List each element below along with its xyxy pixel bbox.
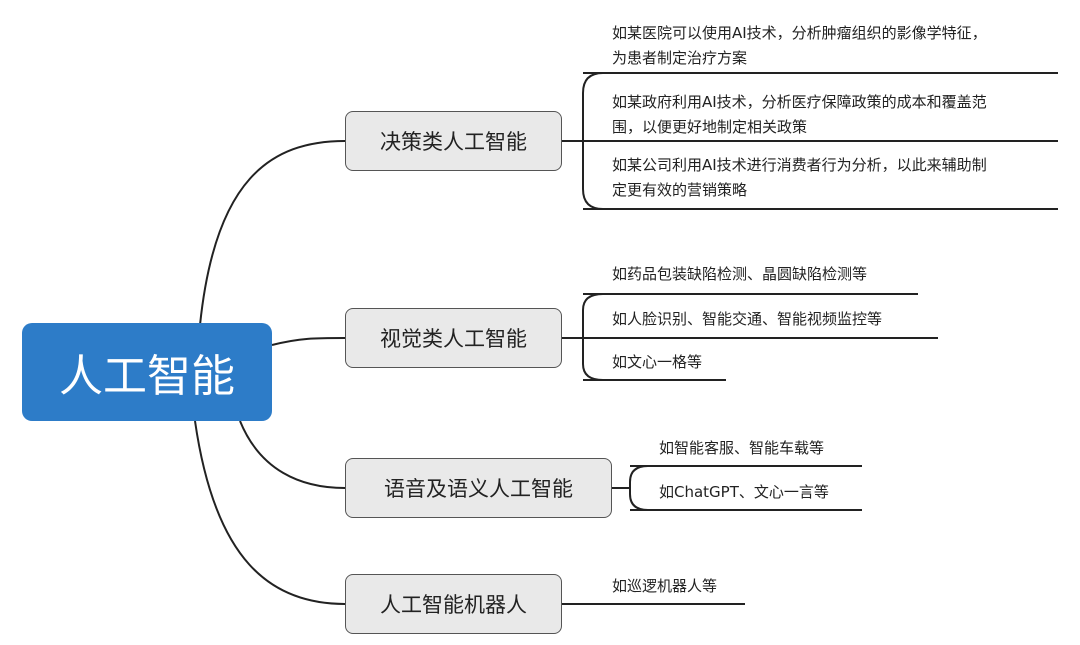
branch-decision[interactable]: 决策类人工智能 xyxy=(345,111,562,171)
leaf-item[interactable]: 如智能客服、智能车载等 xyxy=(659,436,824,461)
leaf-item[interactable]: 如巡逻机器人等 xyxy=(612,574,717,599)
leaf-line: 围，以便更好地制定相关政策 xyxy=(612,118,808,136)
leaf-line: 如智能客服、智能车载等 xyxy=(659,439,825,457)
branch-vision[interactable]: 视觉类人工智能 xyxy=(345,308,562,368)
root-branch-connector xyxy=(271,337,346,346)
leaf-item[interactable]: 如ChatGPT、文心一言等 xyxy=(659,480,829,505)
leaf-line: 如药品包装缺陷检测、晶圆缺陷检测等 xyxy=(612,265,868,283)
leaf-line: 如某公司利用AI技术进行消费者行为分析，以此来辅助制 xyxy=(612,156,987,174)
leaf-line: 为患者制定治疗方案 xyxy=(612,49,748,67)
leaf-item[interactable]: 如文心一格等 xyxy=(612,350,702,375)
branch-label: 视觉类人工智能 xyxy=(380,327,527,351)
leaf-item[interactable]: 如某医院可以使用AI技术，分析肿瘤组织的影像学特征， 为患者制定治疗方案 xyxy=(612,21,987,71)
leaf-line: 定更有效的营销策略 xyxy=(612,181,748,199)
leaf-line: 如文心一格等 xyxy=(612,353,703,371)
root-branch-connector xyxy=(199,140,346,326)
leaf-line: 如巡逻机器人等 xyxy=(612,577,718,595)
root-node[interactable]: 人工智能 xyxy=(22,323,272,421)
leaf-item[interactable]: 如药品包装缺陷检测、晶圆缺陷检测等 xyxy=(612,262,867,287)
branch-label: 决策类人工智能 xyxy=(380,130,527,154)
root-label: 人工智能 xyxy=(59,351,235,402)
branch-robot[interactable]: 人工智能机器人 xyxy=(345,574,562,634)
leaf-item[interactable]: 如某政府利用AI技术，分析医疗保障政策的成本和覆盖范 围，以便更好地制定相关政策 xyxy=(612,90,987,140)
leaf-line: 如ChatGPT、文心一言等 xyxy=(659,483,829,501)
leaf-line: 如某政府利用AI技术，分析医疗保障政策的成本和覆盖范 xyxy=(612,93,987,111)
branch-label: 人工智能机器人 xyxy=(380,593,527,617)
branch-speech-semantic[interactable]: 语音及语义人工智能 xyxy=(345,458,612,518)
leaf-line: 如人脸识别、智能交通、智能视频监控等 xyxy=(612,310,883,328)
root-branch-connector xyxy=(194,420,346,605)
leaf-connector xyxy=(629,465,649,511)
leaf-line: 如某医院可以使用AI技术，分析肿瘤组织的影像学特征， xyxy=(612,24,987,42)
root-branch-connector xyxy=(239,420,346,489)
branch-label: 语音及语义人工智能 xyxy=(384,477,573,501)
leaf-item[interactable]: 如某公司利用AI技术进行消费者行为分析，以此来辅助制 定更有效的营销策略 xyxy=(612,153,987,203)
leaf-item[interactable]: 如人脸识别、智能交通、智能视频监控等 xyxy=(612,307,882,332)
